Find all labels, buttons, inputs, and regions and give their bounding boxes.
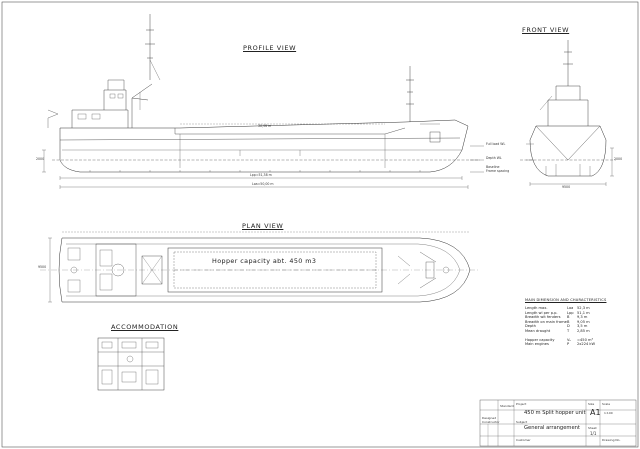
spec-symbol: B: [567, 315, 570, 320]
tb-customer-label: Customer: [516, 438, 531, 442]
spec-row: Hopper capacity Vₕ =450 m³: [525, 338, 637, 343]
spec-symbol: Loa: [567, 306, 574, 310]
spec-name: Main engines: [525, 342, 549, 347]
spec-symbol: Lpp: [567, 310, 574, 315]
spec-value: 52,3 m: [577, 306, 590, 310]
tb-designed: Designed: [482, 416, 497, 420]
spec-symbol: T: [567, 328, 570, 333]
tb-size-label: Size: [588, 402, 595, 406]
main-dimensions-table: MAIN DIMENSION AND CHARACTERISTICS Lengt…: [525, 298, 637, 347]
tb-size: A1: [590, 408, 601, 417]
lpp-dim: Lpp=51,38 m: [250, 173, 272, 177]
profile-view: [42, 14, 484, 189]
hopper-length-dim: 30,96 m: [258, 124, 272, 128]
spec-row: Main engines P 2x224 kW: [525, 342, 637, 347]
tb-scale: 1:100: [604, 411, 613, 415]
spec-name: Length wl per p.p.: [525, 310, 558, 315]
tb-subject-label: Subject: [516, 420, 528, 424]
accommodation-title: ACCOMMODATION: [111, 323, 179, 331]
spec-row: Mean draught T 2,85 m: [525, 329, 637, 334]
tb-subject: General arrangement: [524, 425, 580, 431]
frame-spacing-mark: Frame spacing: [486, 169, 510, 173]
spec-row: Depth D 3,5 m: [525, 324, 637, 329]
tb-project: 450 m Split hopper unit: [524, 410, 586, 416]
depth-wl-mark: Depth WL: [486, 156, 502, 160]
front-breadth-dim: 9500: [562, 185, 571, 189]
breadth-dim: 9500: [38, 265, 47, 269]
specs-rows-2: Hopper capacity Vₕ =450 m³ Main engines P 2x2…: [525, 338, 637, 347]
spec-name: Hopper capacity: [525, 337, 555, 342]
spec-value: =450 m³: [577, 337, 593, 342]
tb-standard: Standard: [500, 404, 514, 408]
title-block: [479, 399, 637, 447]
spec-value: 2x224 kW: [577, 342, 596, 347]
plan-view: [40, 231, 480, 303]
front-view: [520, 40, 616, 186]
profile-view-title: PROFILE VIEW: [243, 44, 297, 52]
full-load-wl-mark: Full load WL: [486, 142, 506, 146]
spec-value: 9,05 m: [577, 319, 590, 324]
specs-title: MAIN DIMENSION AND CHARACTERISTICS: [525, 298, 607, 302]
loa-dim: Loa=50,00 m: [252, 182, 274, 186]
spec-name: Length max.: [525, 306, 548, 310]
spec-name: Breadth on main frame: [525, 319, 567, 324]
tb-scale-label: Scale: [602, 402, 611, 406]
front-depth-dim: 2000: [614, 157, 623, 161]
spec-name: Breadth wit fenders: [525, 315, 561, 320]
spec-symbol: D: [567, 324, 570, 329]
tb-constructor: Constructor: [482, 420, 500, 424]
tb-drawing-label: Drawing No.: [602, 438, 621, 442]
accommodation-view: [97, 337, 165, 391]
front-view-title: FRONT VIEW: [522, 26, 570, 34]
hopper-capacity-label: Hopper capacity abt. 450 m3: [212, 257, 317, 265]
plan-view-title: PLAN VIEW: [242, 222, 284, 230]
baseline-mark: Baseline: [486, 165, 500, 169]
spec-name: Mean draught: [525, 328, 551, 333]
spec-symbol: B: [567, 319, 570, 324]
spec-value: 3,5 m: [577, 324, 588, 329]
spec-name: Depth: [525, 324, 536, 329]
spec-symbol: P: [567, 342, 570, 347]
spec-row: Breadth wit fenders B 9,3 m: [525, 315, 637, 320]
spec-symbol: Vₕ: [567, 337, 571, 342]
spec-value: 2,85 m: [577, 328, 590, 333]
tb-sheet-label: Sheet: [588, 426, 597, 430]
spec-value: 51,1 m: [577, 310, 590, 315]
spec-value: 9,3 m: [577, 315, 588, 320]
depth-dim: 2000: [36, 157, 45, 161]
tb-sheet: 1/1: [590, 431, 597, 436]
tb-project-label: Project: [516, 402, 527, 406]
